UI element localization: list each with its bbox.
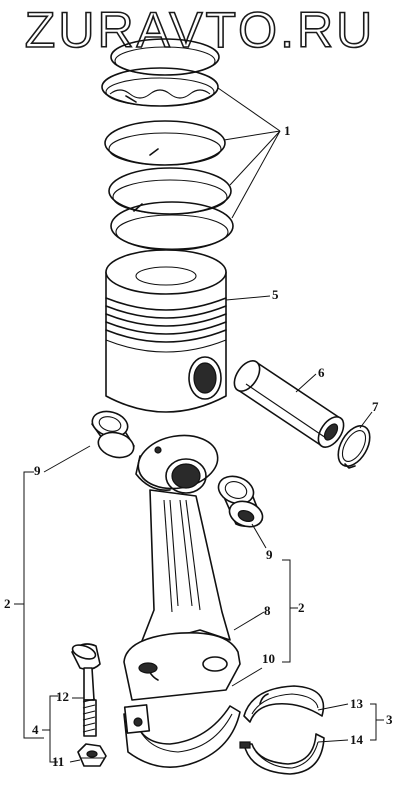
callout-2-right: 2 — [298, 600, 305, 615]
bushing-right — [217, 475, 264, 528]
callout-3: 3 — [386, 712, 393, 727]
callout-13: 13 — [350, 696, 363, 711]
piston — [105, 249, 227, 413]
leader-line-8 — [233, 611, 265, 631]
callout-6: 6 — [318, 365, 325, 380]
leader-line-13 — [317, 703, 349, 711]
bearing-shell-upper — [243, 685, 325, 723]
bracket-3 — [370, 703, 384, 741]
bearing-shell-lower — [239, 733, 325, 775]
callout-11: 11 — [52, 754, 65, 769]
bracket-2-left — [14, 471, 44, 739]
piston-rings — [101, 38, 234, 251]
callout-7: 7 — [372, 399, 379, 414]
leader-line-5 — [225, 295, 271, 301]
watermark-text: ZURAVTO.RU — [24, 1, 376, 59]
callout-5: 5 — [272, 287, 279, 302]
leader-line-11 — [69, 759, 81, 763]
bracket-2-right — [282, 559, 298, 663]
retaining-ring — [337, 425, 371, 469]
callout-9-left: 9 — [34, 463, 41, 478]
piston-pin — [233, 360, 345, 448]
callout-4: 4 — [32, 722, 39, 737]
rod-bolt — [71, 643, 101, 737]
leader-line-9b — [251, 523, 267, 549]
leader-lines-1 — [217, 87, 281, 219]
leader-line-9a — [43, 445, 91, 473]
callout-9-right: 9 — [266, 547, 273, 562]
connecting-rod — [123, 434, 241, 701]
bushing-left — [91, 410, 135, 459]
leader-line-14 — [317, 739, 349, 743]
callout-12: 12 — [56, 689, 69, 704]
rod-cap — [123, 704, 241, 768]
leader-line-6 — [295, 373, 317, 393]
rod-nut — [77, 743, 107, 767]
bracket-4 — [42, 695, 58, 763]
callout-10: 10 — [262, 651, 275, 666]
callout-14: 14 — [350, 732, 363, 747]
leader-line-7 — [359, 411, 373, 429]
callout-8: 8 — [264, 603, 271, 618]
leader-line-10 — [231, 667, 263, 687]
callout-1: 1 — [284, 123, 291, 138]
callout-2-left: 2 — [4, 596, 11, 611]
